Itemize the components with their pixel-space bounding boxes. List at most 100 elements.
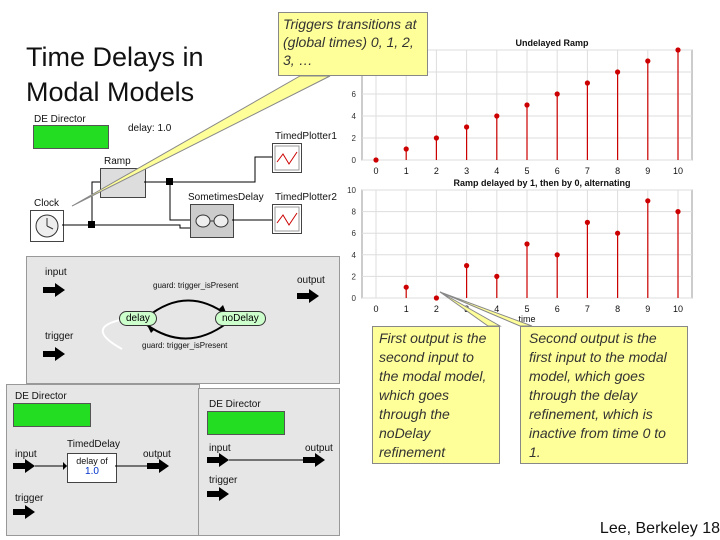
- refine1-director-label: DE Director: [15, 391, 67, 402]
- x-tick-label: 0: [373, 304, 378, 314]
- data-point: [524, 102, 530, 108]
- x-tick-label: 9: [645, 166, 650, 176]
- data-point: [584, 219, 590, 225]
- clock-actor[interactable]: [30, 210, 64, 242]
- x-tick-label: 4: [494, 304, 499, 314]
- fsm-diagram: input trigger output guard: trigger_isPr…: [26, 256, 340, 384]
- x-tick-label: 4: [494, 166, 499, 176]
- x-tick-label: 7: [585, 166, 590, 176]
- data-point: [464, 263, 470, 269]
- x-tick-label: 6: [555, 304, 560, 314]
- model-wires: [62, 156, 272, 229]
- y-tick-label: 0: [352, 156, 357, 165]
- x-tick-label: 9: [645, 304, 650, 314]
- data-point: [645, 58, 651, 64]
- timed-plotter2-actor[interactable]: [272, 204, 302, 234]
- x-tick-label: 10: [673, 304, 683, 314]
- chart-title: Undelayed Ramp: [515, 38, 589, 48]
- callout-first-output: First output is the second input to the …: [372, 326, 500, 464]
- x-tick-label: 5: [524, 166, 529, 176]
- data-point: [494, 273, 500, 279]
- x-tick-label: 3: [464, 304, 469, 314]
- timed-delay-actor[interactable]: delay of 1.0: [67, 453, 117, 483]
- modal-model-icon: [195, 214, 229, 228]
- data-point: [524, 241, 530, 247]
- data-point: [584, 80, 590, 86]
- refine1-actor-label: TimedDelay: [67, 439, 120, 450]
- fsm-output-label: output: [297, 275, 325, 286]
- refine1-input-label: input: [15, 449, 37, 460]
- data-point: [403, 146, 409, 152]
- refine1-trigger-label: trigger: [15, 493, 44, 504]
- x-tick-label: 10: [673, 166, 683, 176]
- director-label: DE Director: [34, 114, 86, 125]
- fsm-transitions: [101, 299, 228, 350]
- callout-second-output: Second output is the first input to the …: [520, 326, 688, 464]
- y-tick-label: 2: [352, 272, 357, 281]
- refinement-delay: DE Director input TimedDelay delay of 1.…: [6, 384, 200, 536]
- state-nodelay[interactable]: noDelay: [215, 311, 266, 326]
- data-point: [675, 209, 681, 215]
- guard-bottom: guard: trigger_isPresent: [142, 341, 228, 350]
- state-delay[interactable]: delay: [119, 311, 157, 326]
- data-point: [554, 91, 560, 97]
- output-port-arrow-icon: [297, 289, 321, 308]
- delay-value: 1.0: [85, 466, 99, 477]
- x-tick-label: 7: [585, 304, 590, 314]
- y-tick-label: 6: [352, 90, 357, 99]
- data-point: [645, 198, 651, 204]
- refinement-nodelay: DE Director input output trigger: [198, 388, 340, 536]
- x-tick-label: 2: [434, 304, 439, 314]
- y-tick-label: 4: [352, 251, 357, 260]
- plots-area: 0246810012345678910Undelayed Ramp0246810…: [347, 38, 693, 324]
- data-point: [494, 113, 500, 119]
- refine1-wires: [13, 459, 169, 519]
- title-line-1: Time Delays in: [26, 42, 204, 72]
- x-tick-label: 3: [464, 166, 469, 176]
- input-port-arrow-icon: [43, 283, 67, 302]
- data-point: [373, 157, 379, 163]
- x-tick-label: 2: [434, 166, 439, 176]
- y-tick-label: 4: [352, 112, 357, 121]
- data-point: [464, 124, 470, 130]
- x-tick-label: 6: [555, 166, 560, 176]
- data-point: [615, 69, 621, 75]
- x-tick-label: 0: [373, 166, 378, 176]
- x-axis-label: time: [518, 314, 535, 324]
- refine2-director-box[interactable]: [207, 411, 285, 435]
- data-point: [433, 295, 439, 301]
- y-tick-label: 2: [352, 134, 357, 143]
- refine2-output-label: output: [305, 443, 333, 454]
- data-point: [433, 135, 439, 141]
- refine2-wires: [207, 453, 325, 501]
- data-point: [675, 47, 681, 53]
- fsm-input-label: input: [45, 267, 67, 278]
- refine2-trigger-label: trigger: [209, 475, 238, 486]
- refine1-output-label: output: [143, 449, 171, 460]
- guard-top: guard: trigger_isPresent: [153, 281, 239, 290]
- delay-of-label: delay of: [76, 456, 108, 466]
- x-tick-label: 1: [404, 166, 409, 176]
- x-tick-label: 8: [615, 166, 620, 176]
- data-point: [403, 284, 409, 290]
- footer-credit: Lee, Berkeley 18: [599, 520, 720, 537]
- slide-title: Time Delays in Modal Models: [26, 40, 204, 110]
- x-tick-label: 8: [615, 304, 620, 314]
- x-tick-label: 1: [404, 304, 409, 314]
- clock-label: Clock: [34, 198, 60, 209]
- y-tick-label: 0: [352, 294, 357, 303]
- chart-title: Ramp delayed by 1, then by 0, alternatin…: [453, 178, 630, 188]
- data-point: [615, 230, 621, 236]
- y-tick-label: 6: [352, 229, 357, 238]
- y-tick-label: 10: [347, 186, 356, 195]
- plot-icon: [274, 206, 300, 232]
- y-tick-label: 8: [352, 208, 357, 217]
- trigger-port-arrow-icon: [43, 347, 67, 366]
- refine1-director-box[interactable]: [13, 403, 91, 427]
- refine2-input-label: input: [209, 443, 231, 454]
- refine2-director-label: DE Director: [209, 399, 261, 410]
- fsm-trigger-label: trigger: [45, 331, 74, 342]
- x-tick-label: 5: [524, 304, 529, 314]
- model-diagram: DE Director delay: 1.0 Ramp Clock Someti…: [0, 110, 360, 260]
- clock-icon: [35, 214, 59, 238]
